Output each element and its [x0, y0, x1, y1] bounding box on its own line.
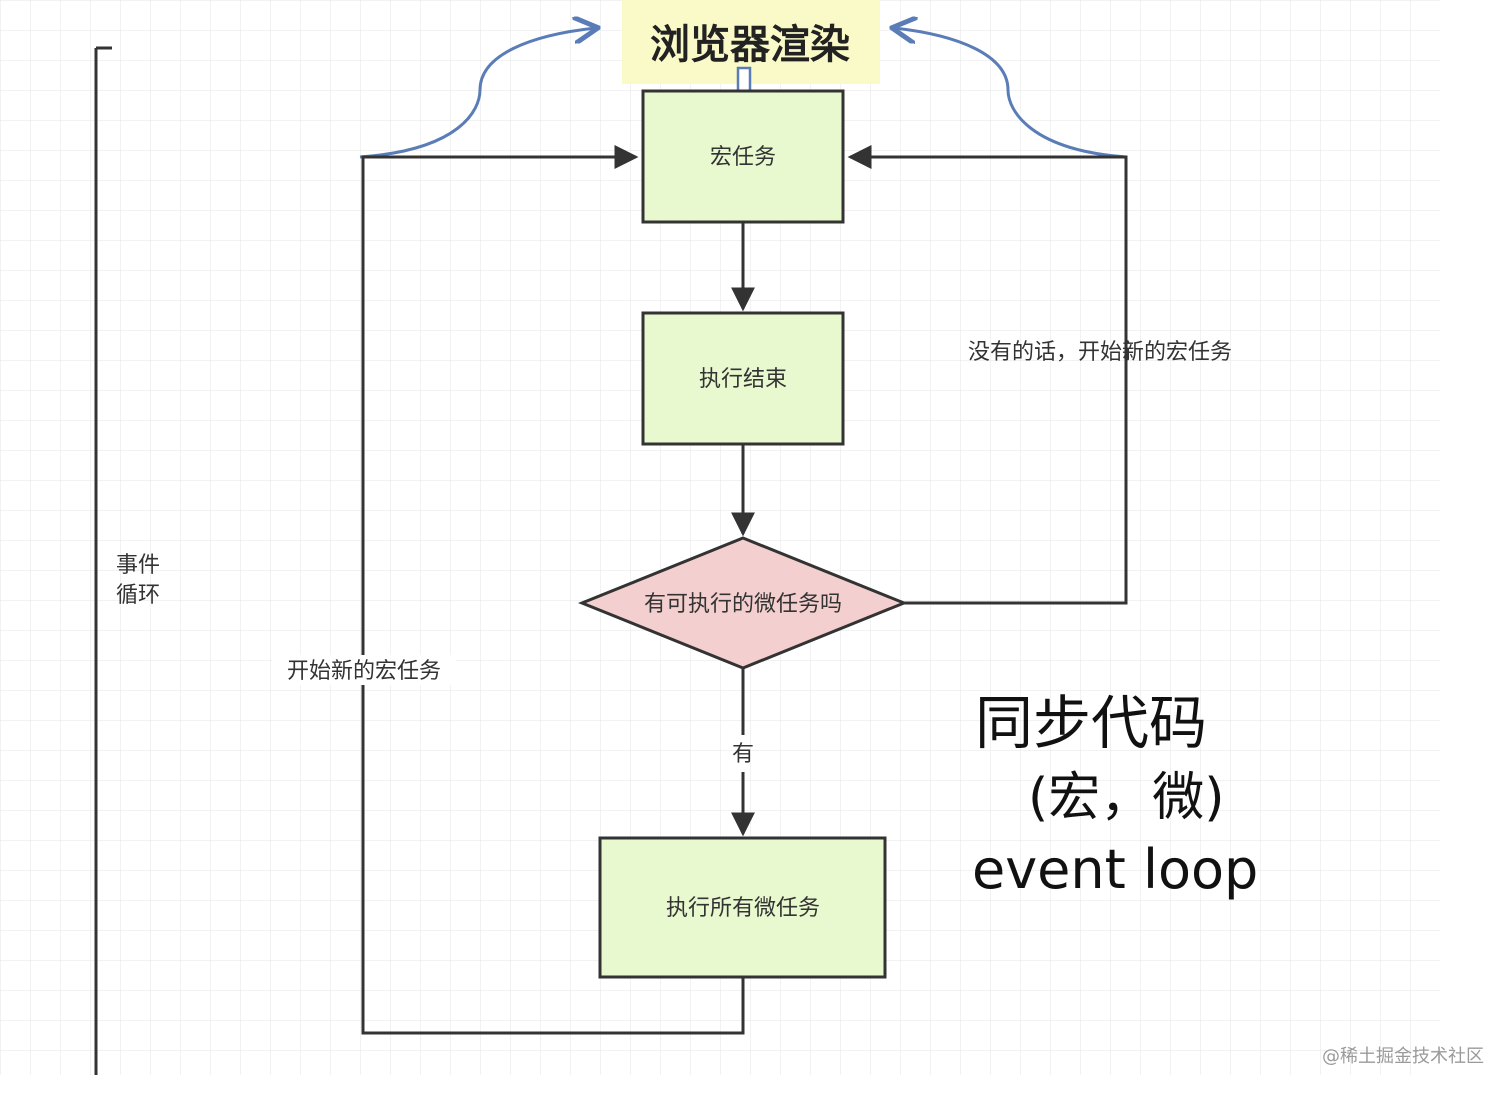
loop-back-label-bg — [272, 655, 456, 685]
macrotask-label: 宏任务 — [710, 145, 776, 170]
annotation-line2: (宏，微) — [1028, 768, 1225, 828]
exec-end-label: 执行结束 — [699, 367, 787, 392]
edge-no-branch — [847, 145, 1128, 605]
exec-end-box — [641, 311, 845, 446]
watermark: @稀土掘金技术社区 — [1322, 1046, 1484, 1067]
exec-all-micro-box — [598, 836, 887, 979]
loop-back-label: 开始新的宏任务 — [287, 659, 441, 684]
annotation-line1: 同步代码 — [975, 689, 1207, 757]
event-loop-bracket — [94, 46, 112, 1075]
annotation-line3: event loop — [972, 838, 1258, 901]
render-left-arrow — [359, 28, 596, 159]
exec-all-micro-label: 执行所有微任务 — [666, 896, 820, 921]
macrotask-box — [641, 89, 845, 224]
yes-branch-label: 有 — [732, 742, 754, 767]
side-label-line1: 事件 — [116, 553, 160, 578]
render-right-arrow — [894, 28, 1127, 159]
edge-loop-back — [361, 145, 745, 1035]
browser-render-label: 浏览器渲染 — [650, 22, 850, 68]
decision-label: 有可执行的微任务吗 — [644, 592, 842, 617]
side-label-line2: 循环 — [116, 583, 160, 608]
no-branch-label: 没有的话，开始新的宏任务 — [968, 340, 1232, 365]
